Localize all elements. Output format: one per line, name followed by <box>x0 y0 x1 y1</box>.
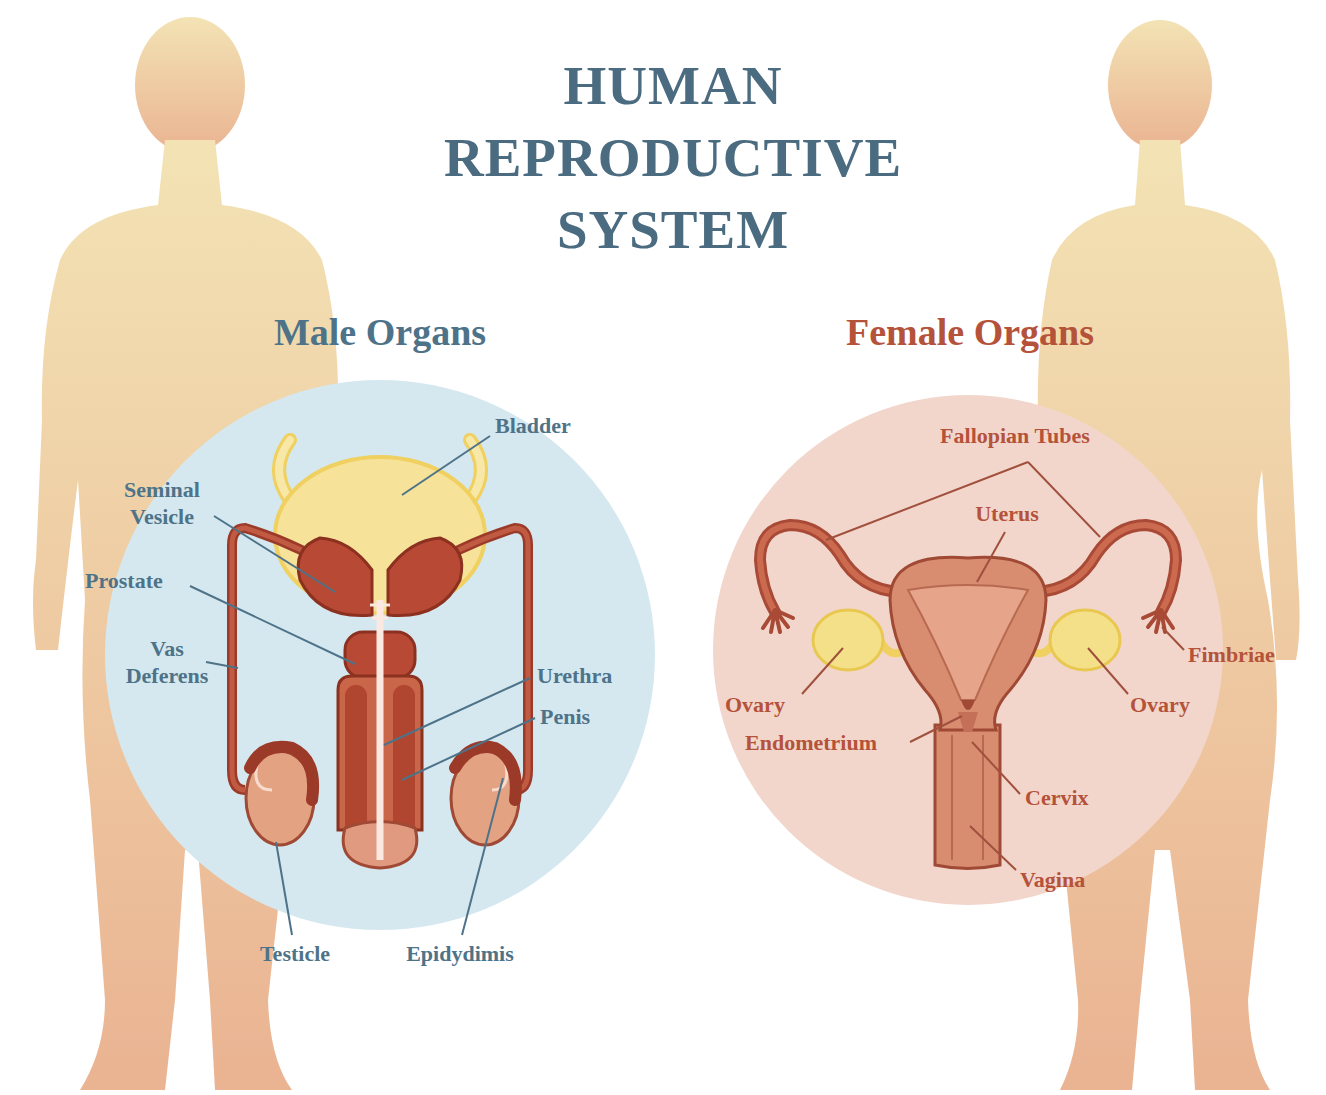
organ-label: Vagina <box>1020 866 1085 893</box>
organ-label: Urethra <box>537 662 612 689</box>
organ-label: Prostate <box>85 567 163 594</box>
organ-label: Uterus <box>975 500 1039 527</box>
male-organs <box>232 440 528 868</box>
organ-label: Penis <box>540 703 590 730</box>
organ-label: Seminal Vesicle <box>97 476 227 530</box>
section-heading: Male Organs <box>100 300 660 354</box>
female-organs <box>760 525 1176 869</box>
organ-label: Bladder <box>495 412 571 439</box>
organ-label: Epidydimis <box>406 940 514 967</box>
organ-label: Ovary <box>1130 691 1190 718</box>
organ-label: Cervix <box>1025 784 1089 811</box>
organ-label: Fimbriae <box>1188 641 1275 668</box>
organ-label: Testicle <box>260 940 330 967</box>
organ-label: Ovary <box>725 691 785 718</box>
section-heading: Female Organs <box>710 300 1230 354</box>
diagram-title: HUMAN REPRODUCTIVE SYSTEM <box>393 50 953 266</box>
leader-lines <box>190 436 1184 935</box>
organ-label: Vas Deferens <box>107 635 227 689</box>
organ-label: Endometrium <box>745 729 877 756</box>
organ-label: Fallopian Tubes <box>940 422 1090 449</box>
